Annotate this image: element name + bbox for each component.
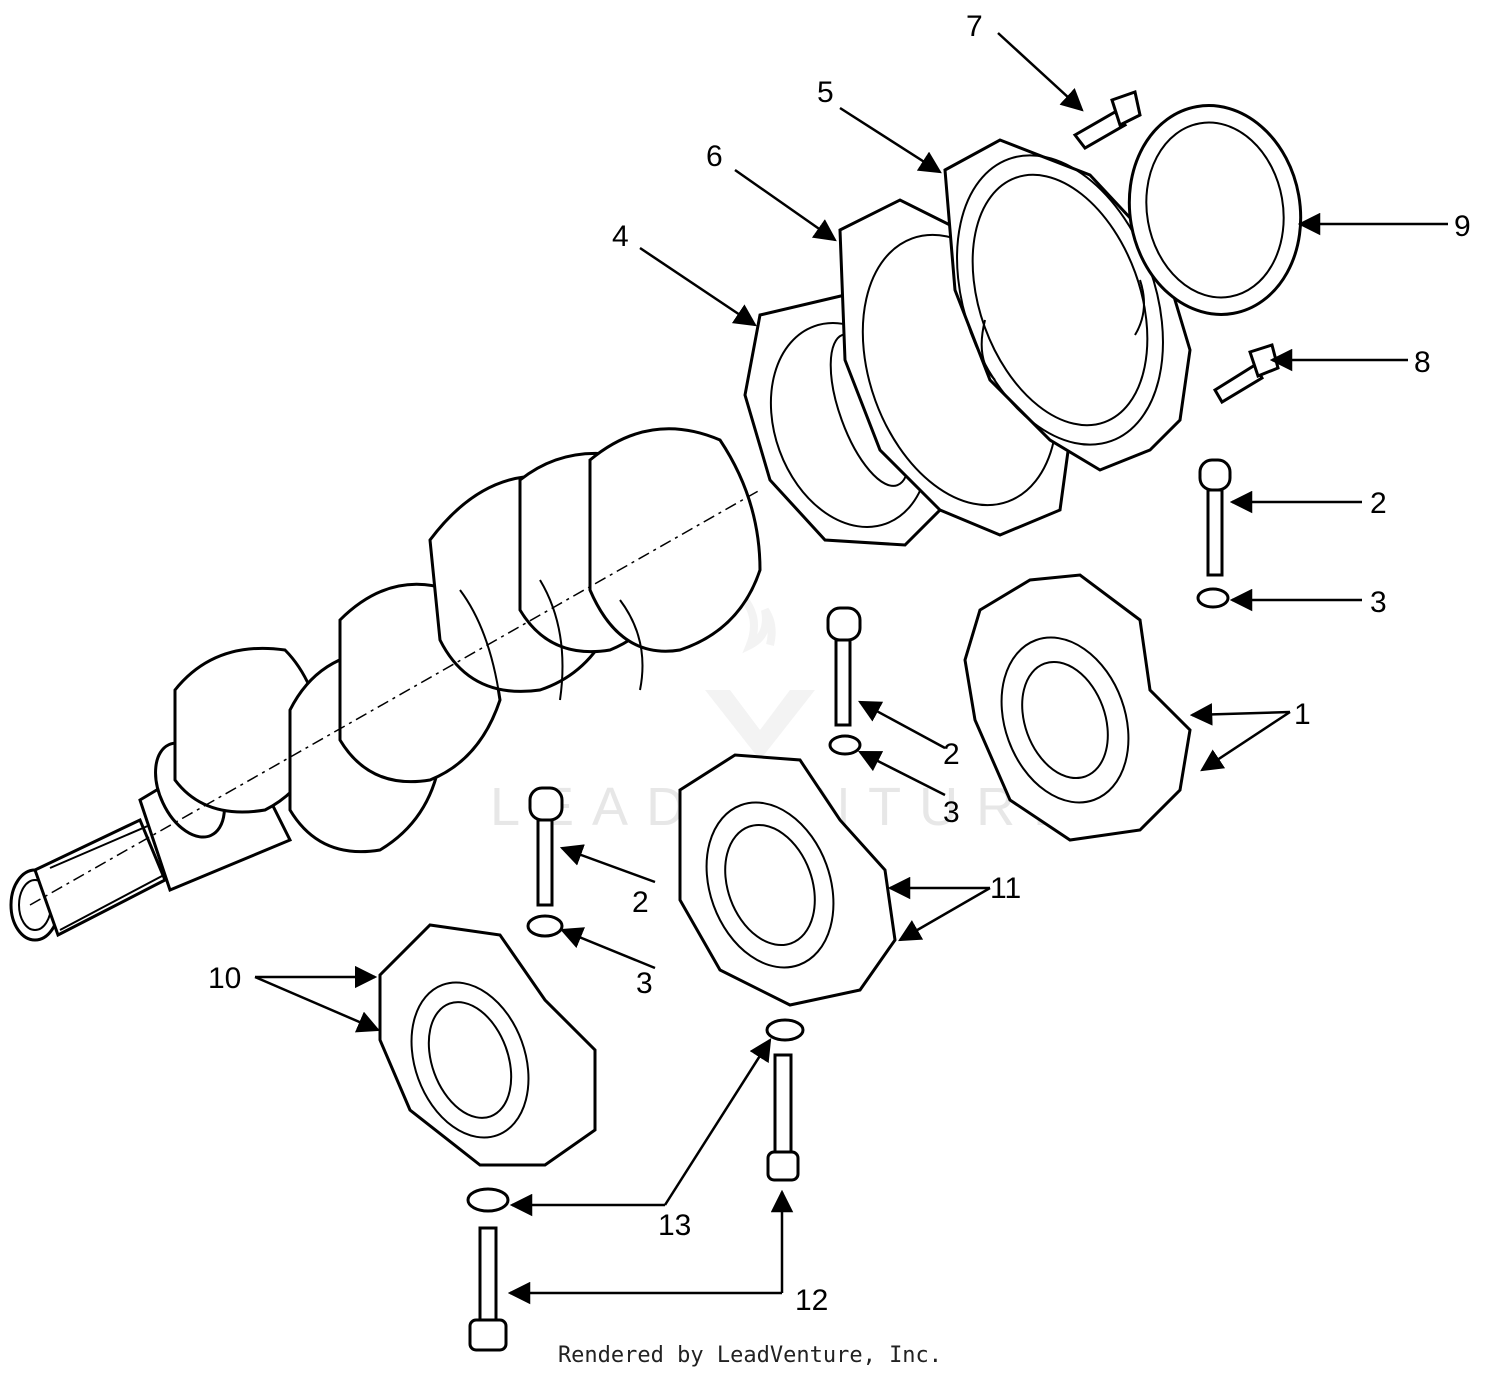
bearing-carrier-11 <box>678 753 897 1007</box>
leader-lines <box>254 32 1448 1305</box>
callout-3-middle: 3 <box>943 796 960 829</box>
callout-3-left: 3 <box>636 967 653 1000</box>
washer-3-left <box>526 914 564 938</box>
callout-2-left: 2 <box>632 886 649 919</box>
callout-2-middle: 2 <box>943 738 960 771</box>
bearing-carrier-1 <box>963 573 1192 842</box>
bolt-7 <box>1072 90 1142 150</box>
callout-1: 1 <box>1294 698 1311 731</box>
callout-6: 6 <box>706 140 723 173</box>
retainer-housing-5 <box>943 138 1192 472</box>
bearing-carrier-10 <box>378 923 597 1167</box>
bolt-2-middle <box>826 606 862 727</box>
callout-4: 4 <box>612 220 629 253</box>
bolt-2-left <box>528 786 564 907</box>
callout-12: 12 <box>795 1284 828 1317</box>
callout-3-right: 3 <box>1370 586 1387 619</box>
callout-8: 8 <box>1414 346 1431 379</box>
washer-13-right <box>765 1018 805 1042</box>
bolt-12-left <box>468 1226 508 1352</box>
credit-text: Rendered by LeadVenture, Inc. <box>557 1343 943 1368</box>
bolt-2-right <box>1198 458 1232 577</box>
callout-9: 9 <box>1454 210 1471 243</box>
washer-13-left <box>466 1187 510 1213</box>
callout-7: 7 <box>966 10 983 43</box>
bolt-8 <box>1212 343 1280 405</box>
oil-seal-9 <box>1127 104 1303 316</box>
callout-13: 13 <box>658 1209 691 1242</box>
bolt-12-right <box>766 1053 800 1182</box>
callout-2-right: 2 <box>1370 487 1387 520</box>
callout-5: 5 <box>817 76 834 109</box>
callout-11: 11 <box>990 872 1021 905</box>
crankshaft <box>9 427 762 942</box>
washer-3-middle <box>828 734 862 756</box>
washer-3-right <box>1196 587 1230 609</box>
callout-10: 10 <box>208 962 241 995</box>
watermark-logo <box>705 597 815 760</box>
